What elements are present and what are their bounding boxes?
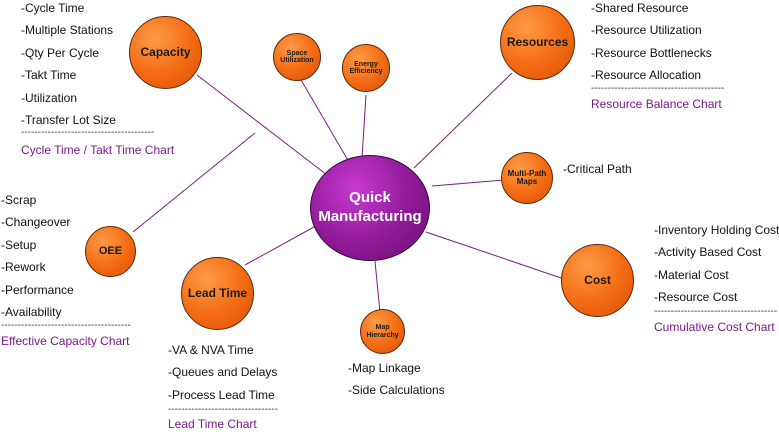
oee-item: -Scrap — [1, 193, 37, 207]
multi-path-line1: Multi-Path — [507, 168, 547, 178]
energy-efficiency-node[interactable]: Energy Efficiency — [342, 44, 390, 92]
cost-chart-link[interactable]: Cumulative Cost Chart — [654, 320, 775, 334]
link-oee — [132, 132, 256, 233]
multi-path-item: -Critical Path — [563, 162, 632, 176]
cost-item: -Activity Based Cost — [654, 245, 762, 260]
space-utilization-node[interactable]: Space Utilization — [273, 33, 321, 81]
map-hierarchy-line2: Hierarchy — [366, 331, 399, 339]
energy-efficiency-line2: Efficiency — [349, 68, 383, 75]
link-multipath — [431, 179, 505, 187]
map-hierarchy-items: -Map Linkage -Side Calculations — [348, 357, 445, 402]
map-hierarchy-line1: Map — [375, 324, 390, 332]
lead-time-items: -VA & NVA Time -Queues and Delays -Proce… — [168, 339, 277, 406]
resources-separator: ---------------------------------------- — [591, 83, 725, 94]
link-maphierarchy — [374, 260, 381, 314]
lead-time-chart-link[interactable]: Lead Time Chart — [168, 417, 257, 431]
lead-time-item: -VA & NVA Time — [168, 343, 254, 357]
lead-time-item: -Process Lead Time — [168, 387, 275, 402]
link-energy — [361, 94, 367, 159]
capacity-item: -Takt Time — [21, 68, 77, 83]
map-hierarchy-node[interactable]: Map Hierarchy — [360, 309, 405, 354]
capacity-label: Capacity — [140, 45, 191, 60]
link-cost — [425, 231, 565, 280]
oee-node[interactable]: OEE — [85, 226, 136, 277]
link-capacity — [196, 74, 341, 186]
lead-time-label: Lead Time — [187, 286, 248, 301]
cost-item: -Material Cost — [654, 267, 729, 282]
space-utilization-line2: Utilization — [280, 57, 314, 64]
oee-item: -Setup — [1, 237, 37, 252]
oee-item: -Changeover — [1, 215, 71, 230]
cost-item: -Inventory Holding Cost — [654, 223, 779, 237]
energy-efficiency-line1: Energy — [354, 60, 378, 68]
capacity-item: -Transfer Lot Size — [21, 112, 116, 127]
lead-time-item: -Queues and Delays — [168, 365, 278, 380]
multi-path-line2: Maps — [516, 177, 538, 186]
center-node-quick-manufacturing[interactable]: Quick Manufacturing — [310, 155, 430, 261]
link-space — [296, 72, 350, 163]
resources-items: -Shared Resource -Resource Utilization -… — [591, 0, 712, 87]
lead-time-node[interactable]: Lead Time — [181, 257, 254, 330]
capacity-item: -Cycle Time — [21, 1, 85, 15]
link-leadtime — [244, 221, 324, 266]
multi-path-maps-node[interactable]: Multi-Path Maps — [501, 152, 553, 204]
cost-item: -Resource Cost — [654, 290, 738, 305]
capacity-item: -Utilization — [21, 90, 78, 105]
center-label-line2: Manufacturing — [318, 208, 422, 225]
resources-item: -Shared Resource — [591, 1, 689, 15]
cost-label: Cost — [584, 273, 611, 288]
space-utilization-line1: Space — [286, 49, 308, 57]
oee-label: OEE — [98, 244, 123, 257]
capacity-separator: ---------------------------------------- — [21, 127, 155, 138]
cost-separator: ------------------------------------- — [654, 306, 778, 317]
resources-chart-link[interactable]: Resource Balance Chart — [591, 97, 722, 111]
capacity-node[interactable]: Capacity — [129, 16, 202, 89]
oee-chart-link[interactable]: Effective Capacity Chart — [1, 334, 130, 348]
resources-node[interactable]: Resources — [500, 5, 575, 80]
resources-item: -Resource Allocation — [591, 68, 702, 83]
oee-items: -Scrap -Changeover -Setup -Rework -Perfo… — [1, 189, 74, 323]
map-hierarchy-item: -Side Calculations — [348, 383, 445, 398]
capacity-item: -Multiple Stations — [21, 23, 114, 38]
cost-items: -Inventory Holding Cost -Activity Based … — [654, 219, 779, 309]
capacity-items: -Cycle Time -Multiple Stations -Qty Per … — [21, 0, 116, 131]
resources-item: -Resource Utilization — [591, 23, 702, 38]
center-label-line1: Quick — [349, 189, 391, 207]
oee-item: -Availability — [1, 304, 62, 319]
oee-item: -Rework — [1, 260, 46, 275]
resources-label: Resources — [506, 35, 569, 50]
multi-path-items: -Critical Path — [563, 158, 632, 180]
map-hierarchy-item: -Map Linkage — [348, 361, 421, 375]
oee-item: -Performance — [1, 282, 74, 297]
capacity-item: -Qty Per Cycle — [21, 45, 100, 60]
cost-node[interactable]: Cost — [561, 244, 634, 317]
oee-separator: --------------------------------------- — [1, 320, 131, 331]
lead-time-separator: --------------------------------- — [168, 404, 278, 415]
resources-item: -Resource Bottlenecks — [591, 45, 712, 60]
link-resources — [413, 72, 513, 169]
capacity-chart-link[interactable]: Cycle Time / Takt Time Chart — [21, 143, 175, 157]
